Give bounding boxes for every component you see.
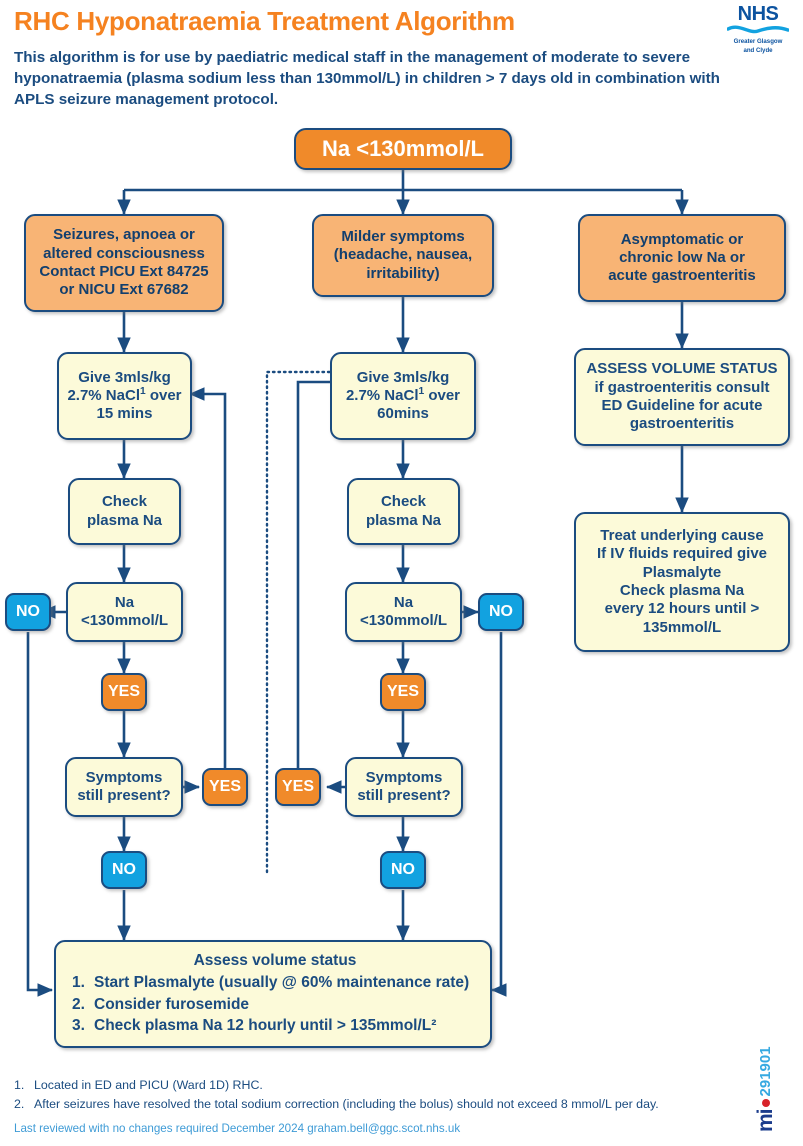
node-mid-na-decision[interactable]: Na <130mmol/L bbox=[345, 582, 462, 642]
line: <130mmol/L bbox=[80, 612, 169, 629]
line: Milder symptoms bbox=[341, 228, 465, 246]
page-title: RHC Hyponatraemia Treatment Algorithm bbox=[14, 6, 515, 36]
node-branch-seizures[interactable]: Seizures, apnoea or altered consciousnes… bbox=[24, 214, 224, 312]
node-left-symptoms-still-present[interactable]: Symptoms still present? bbox=[65, 757, 183, 817]
nhs-sub-line2: and Clyde bbox=[743, 46, 773, 54]
node-branch-asymptomatic[interactable]: Asymptomatic or chronic low Na or acute … bbox=[578, 214, 786, 302]
footnote-number: 2. bbox=[14, 1097, 25, 1112]
line: Plasmalyte bbox=[642, 563, 722, 581]
nhs-sub-line1: Greater Glasgow bbox=[733, 38, 783, 45]
line: ASSESS VOLUME STATUS bbox=[586, 360, 778, 378]
line: Asymptomatic or bbox=[620, 230, 744, 248]
line: 2.7% NaCl1 over bbox=[67, 385, 182, 404]
final-box-item-3: 3. Check plasma Na 12 hourly until > 135… bbox=[72, 1015, 478, 1036]
line: Treat underlying cause bbox=[600, 527, 764, 545]
item-text: Consider furosemide bbox=[94, 995, 250, 1013]
line: Check bbox=[380, 493, 426, 511]
line: if gastroenteritis consult bbox=[594, 378, 770, 396]
item-text: Check plasma Na 12 hourly until > 135mmo… bbox=[94, 1017, 437, 1035]
node-treat-underlying-cause[interactable]: Treat underlying cause If IV fluids requ… bbox=[574, 512, 790, 652]
item-text: Start Plasmalyte (usually @ 60% maintena… bbox=[94, 974, 470, 992]
line: 15 mins bbox=[96, 405, 153, 423]
line: ED Guideline for acute bbox=[601, 397, 763, 414]
intro-paragraph: This algorithm is for use by paediatric … bbox=[14, 49, 720, 108]
node-branch-milder[interactable]: Milder symptoms (headache, nausea, irrit… bbox=[312, 214, 494, 297]
node-left-check-plasma-na[interactable]: Check plasma Na bbox=[68, 478, 181, 545]
line: still present? bbox=[357, 787, 451, 804]
line: chronic low Na or bbox=[619, 248, 745, 266]
footnote-number: 1. bbox=[14, 1078, 25, 1092]
badge-yes-mid-symptoms[interactable]: YES bbox=[275, 768, 321, 806]
line: acute gastroenteritis bbox=[608, 267, 756, 285]
nhs-swoosh-icon bbox=[725, 25, 791, 37]
line: Na bbox=[114, 593, 135, 611]
nhs-logo: NHS Greater Glasgow and Clyde bbox=[725, 4, 791, 54]
mi-logo: mi 291901 bbox=[754, 1002, 799, 1132]
line: gastroenteritis bbox=[629, 415, 735, 433]
line: still present? bbox=[77, 787, 171, 804]
node-assess-volume-status[interactable]: ASSESS VOLUME STATUS if gastroenteritis … bbox=[574, 348, 790, 446]
line: plasma Na bbox=[365, 511, 442, 529]
footnote-1: 1. Located in ED and PICU (Ward 1D) RHC. bbox=[14, 1076, 774, 1095]
line: Na bbox=[393, 593, 414, 611]
line: or NICU Ext 67682 bbox=[59, 281, 189, 299]
node-mid-give-3mls[interactable]: Give 3mls/kg 2.7% NaCl1 over 60mins bbox=[330, 352, 476, 440]
item-number: 3. bbox=[72, 1017, 85, 1035]
line: 60mins bbox=[377, 405, 429, 423]
badge-no-mid-na[interactable]: NO bbox=[478, 593, 524, 631]
footnote-2: 2. After seizures have resolved the tota… bbox=[14, 1095, 774, 1114]
line: every 12 hours until > bbox=[604, 600, 760, 618]
footnotes: 1. Located in ED and PICU (Ward 1D) RHC.… bbox=[14, 1076, 774, 1114]
mi-wordmark: mi bbox=[754, 1109, 777, 1132]
line: Contact PICU Ext 84725 bbox=[39, 263, 209, 280]
line: plasma Na bbox=[86, 511, 163, 529]
final-box-item-2: 2. Consider furosemide bbox=[72, 994, 478, 1015]
node-start[interactable]: Na <130mmol/L bbox=[294, 128, 512, 170]
badge-yes-left-symptoms[interactable]: YES bbox=[202, 768, 248, 806]
line: Check bbox=[101, 493, 147, 511]
mi-dot-icon bbox=[762, 1099, 770, 1108]
item-number: 2. bbox=[72, 995, 85, 1013]
node-mid-symptoms-still-present[interactable]: Symptoms still present? bbox=[345, 757, 463, 817]
line: 135mmol/L bbox=[642, 618, 722, 636]
line: 2.7% NaCl1 over bbox=[345, 385, 461, 404]
final-box-item-1: 1. Start Plasmalyte (usually @ 60% maint… bbox=[72, 972, 478, 993]
line: <130mmol/L bbox=[359, 612, 448, 629]
item-number: 1. bbox=[72, 974, 85, 992]
node-mid-check-plasma-na[interactable]: Check plasma Na bbox=[347, 478, 460, 545]
line: Give 3mls/kg bbox=[78, 368, 171, 386]
nhs-wordmark: NHS bbox=[737, 3, 779, 25]
line: Check plasma Na bbox=[619, 582, 745, 599]
final-box-heading: Assess volume status bbox=[193, 952, 357, 969]
node-final-assess-volume-status[interactable]: Assess volume status 1. Start Plasmalyte… bbox=[54, 940, 492, 1048]
badge-yes-left-na[interactable]: YES bbox=[101, 673, 147, 711]
line: altered consciousness bbox=[43, 244, 205, 262]
footnote-text: Located in ED and PICU (Ward 1D) RHC. bbox=[34, 1078, 263, 1092]
line: (headache, nausea, bbox=[333, 246, 473, 264]
line: Symptoms bbox=[365, 768, 443, 786]
line: irritability) bbox=[366, 264, 440, 282]
badge-no-left-symptoms[interactable]: NO bbox=[101, 851, 147, 889]
node-left-na-decision[interactable]: Na <130mmol/L bbox=[66, 582, 183, 642]
line: Give 3mls/kg bbox=[356, 368, 450, 386]
line: If IV fluids required give bbox=[596, 545, 768, 563]
mi-reference-number: 291901 bbox=[757, 1046, 774, 1097]
badge-no-left-na[interactable]: NO bbox=[5, 593, 51, 631]
node-left-give-3mls[interactable]: Give 3mls/kg 2.7% NaCl1 over 15 mins bbox=[57, 352, 192, 440]
review-line: Last reviewed with no changes required D… bbox=[14, 1122, 461, 1135]
footnote-text: After seizures have resolved the total s… bbox=[34, 1097, 659, 1112]
line: Seizures, apnoea or bbox=[53, 226, 195, 244]
line: Symptoms bbox=[85, 768, 163, 786]
badge-no-mid-symptoms[interactable]: NO bbox=[380, 851, 426, 889]
badge-yes-mid-na[interactable]: YES bbox=[380, 673, 426, 711]
